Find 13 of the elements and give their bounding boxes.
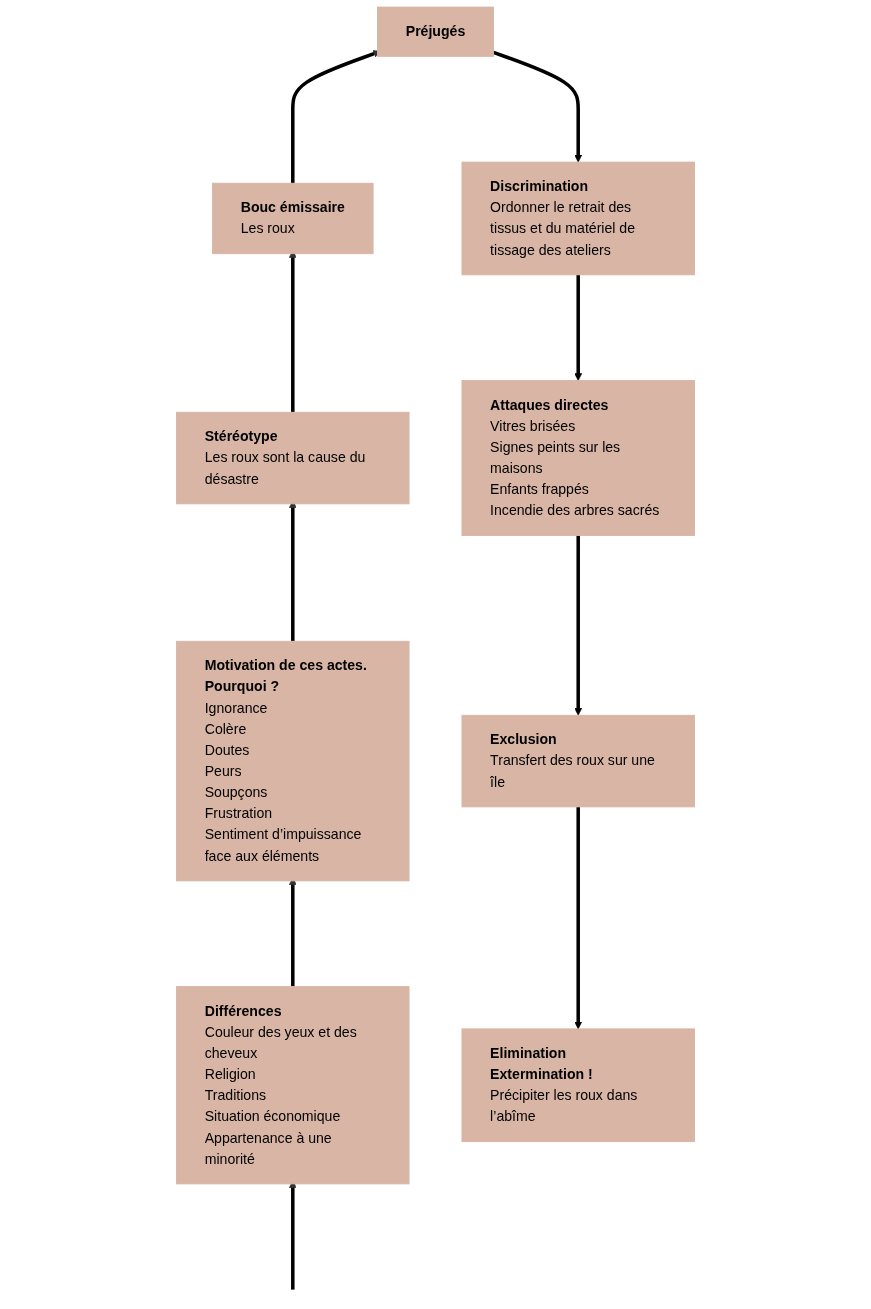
node-box: Stéréotype Les roux sont la cause du désastre [176,411,410,505]
node-box: Motivation de ces actes. Pourquoi ? Ignorance Colère Doutes Peurs Soupçons Frustration Sentiment d’impuissance face aux éléments [176,640,410,882]
arrow [574,535,583,716]
arrow [492,50,583,163]
arrow [574,806,583,1030]
node-box: Différences Couleur des yeux et des cheveux Religion Traditions Situation économique Appartenance à une minorité [176,986,410,1185]
node-box: Attaques directes Vitres brisées Signes peints sur les maisons Enfants frappés Incendie des arbres sacrés [461,380,695,537]
arrow [574,274,583,381]
node-box: Bouc émissaire Les roux [212,182,374,255]
node-box: Préjugés [377,6,494,57]
node-box: Discrimination Ordonner le retrait des tissus et du matériel de tissage des ateliers [461,161,695,276]
node-box: Elimination Extermination ! Précipiter les roux dans l’abîme [461,1028,695,1143]
node-box: Exclusion Transfert des roux sur une île [461,714,695,808]
